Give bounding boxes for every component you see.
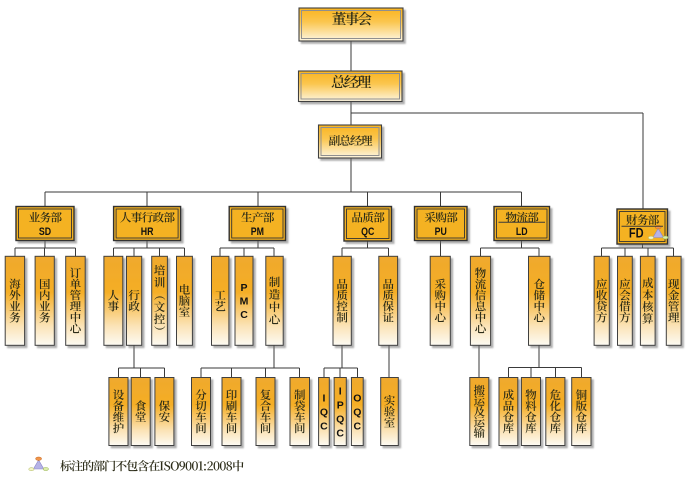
svg-text:C: C [336,427,344,439]
svg-text:PM: PM [251,226,264,238]
svg-text:P: P [240,282,247,294]
svg-text:LD: LD [516,226,528,238]
svg-text:P: P [337,399,344,411]
svg-text:Q: Q [353,406,361,418]
svg-text:C: C [240,309,248,321]
svg-text:PU: PU [435,226,447,238]
svg-text:HR: HR [141,226,154,238]
svg-text:C: C [354,420,362,432]
svg-text:M: M [240,296,249,308]
svg-text:C: C [320,420,328,432]
svg-text:Q: Q [320,406,328,418]
svg-text:Q: Q [336,413,344,425]
svg-text:I: I [339,385,342,397]
svg-text:QC: QC [361,226,374,238]
svg-text:FD: FD [629,225,644,240]
svg-text:O: O [353,392,361,404]
svg-text:SD: SD [39,226,51,238]
svg-text:I: I [322,392,325,404]
